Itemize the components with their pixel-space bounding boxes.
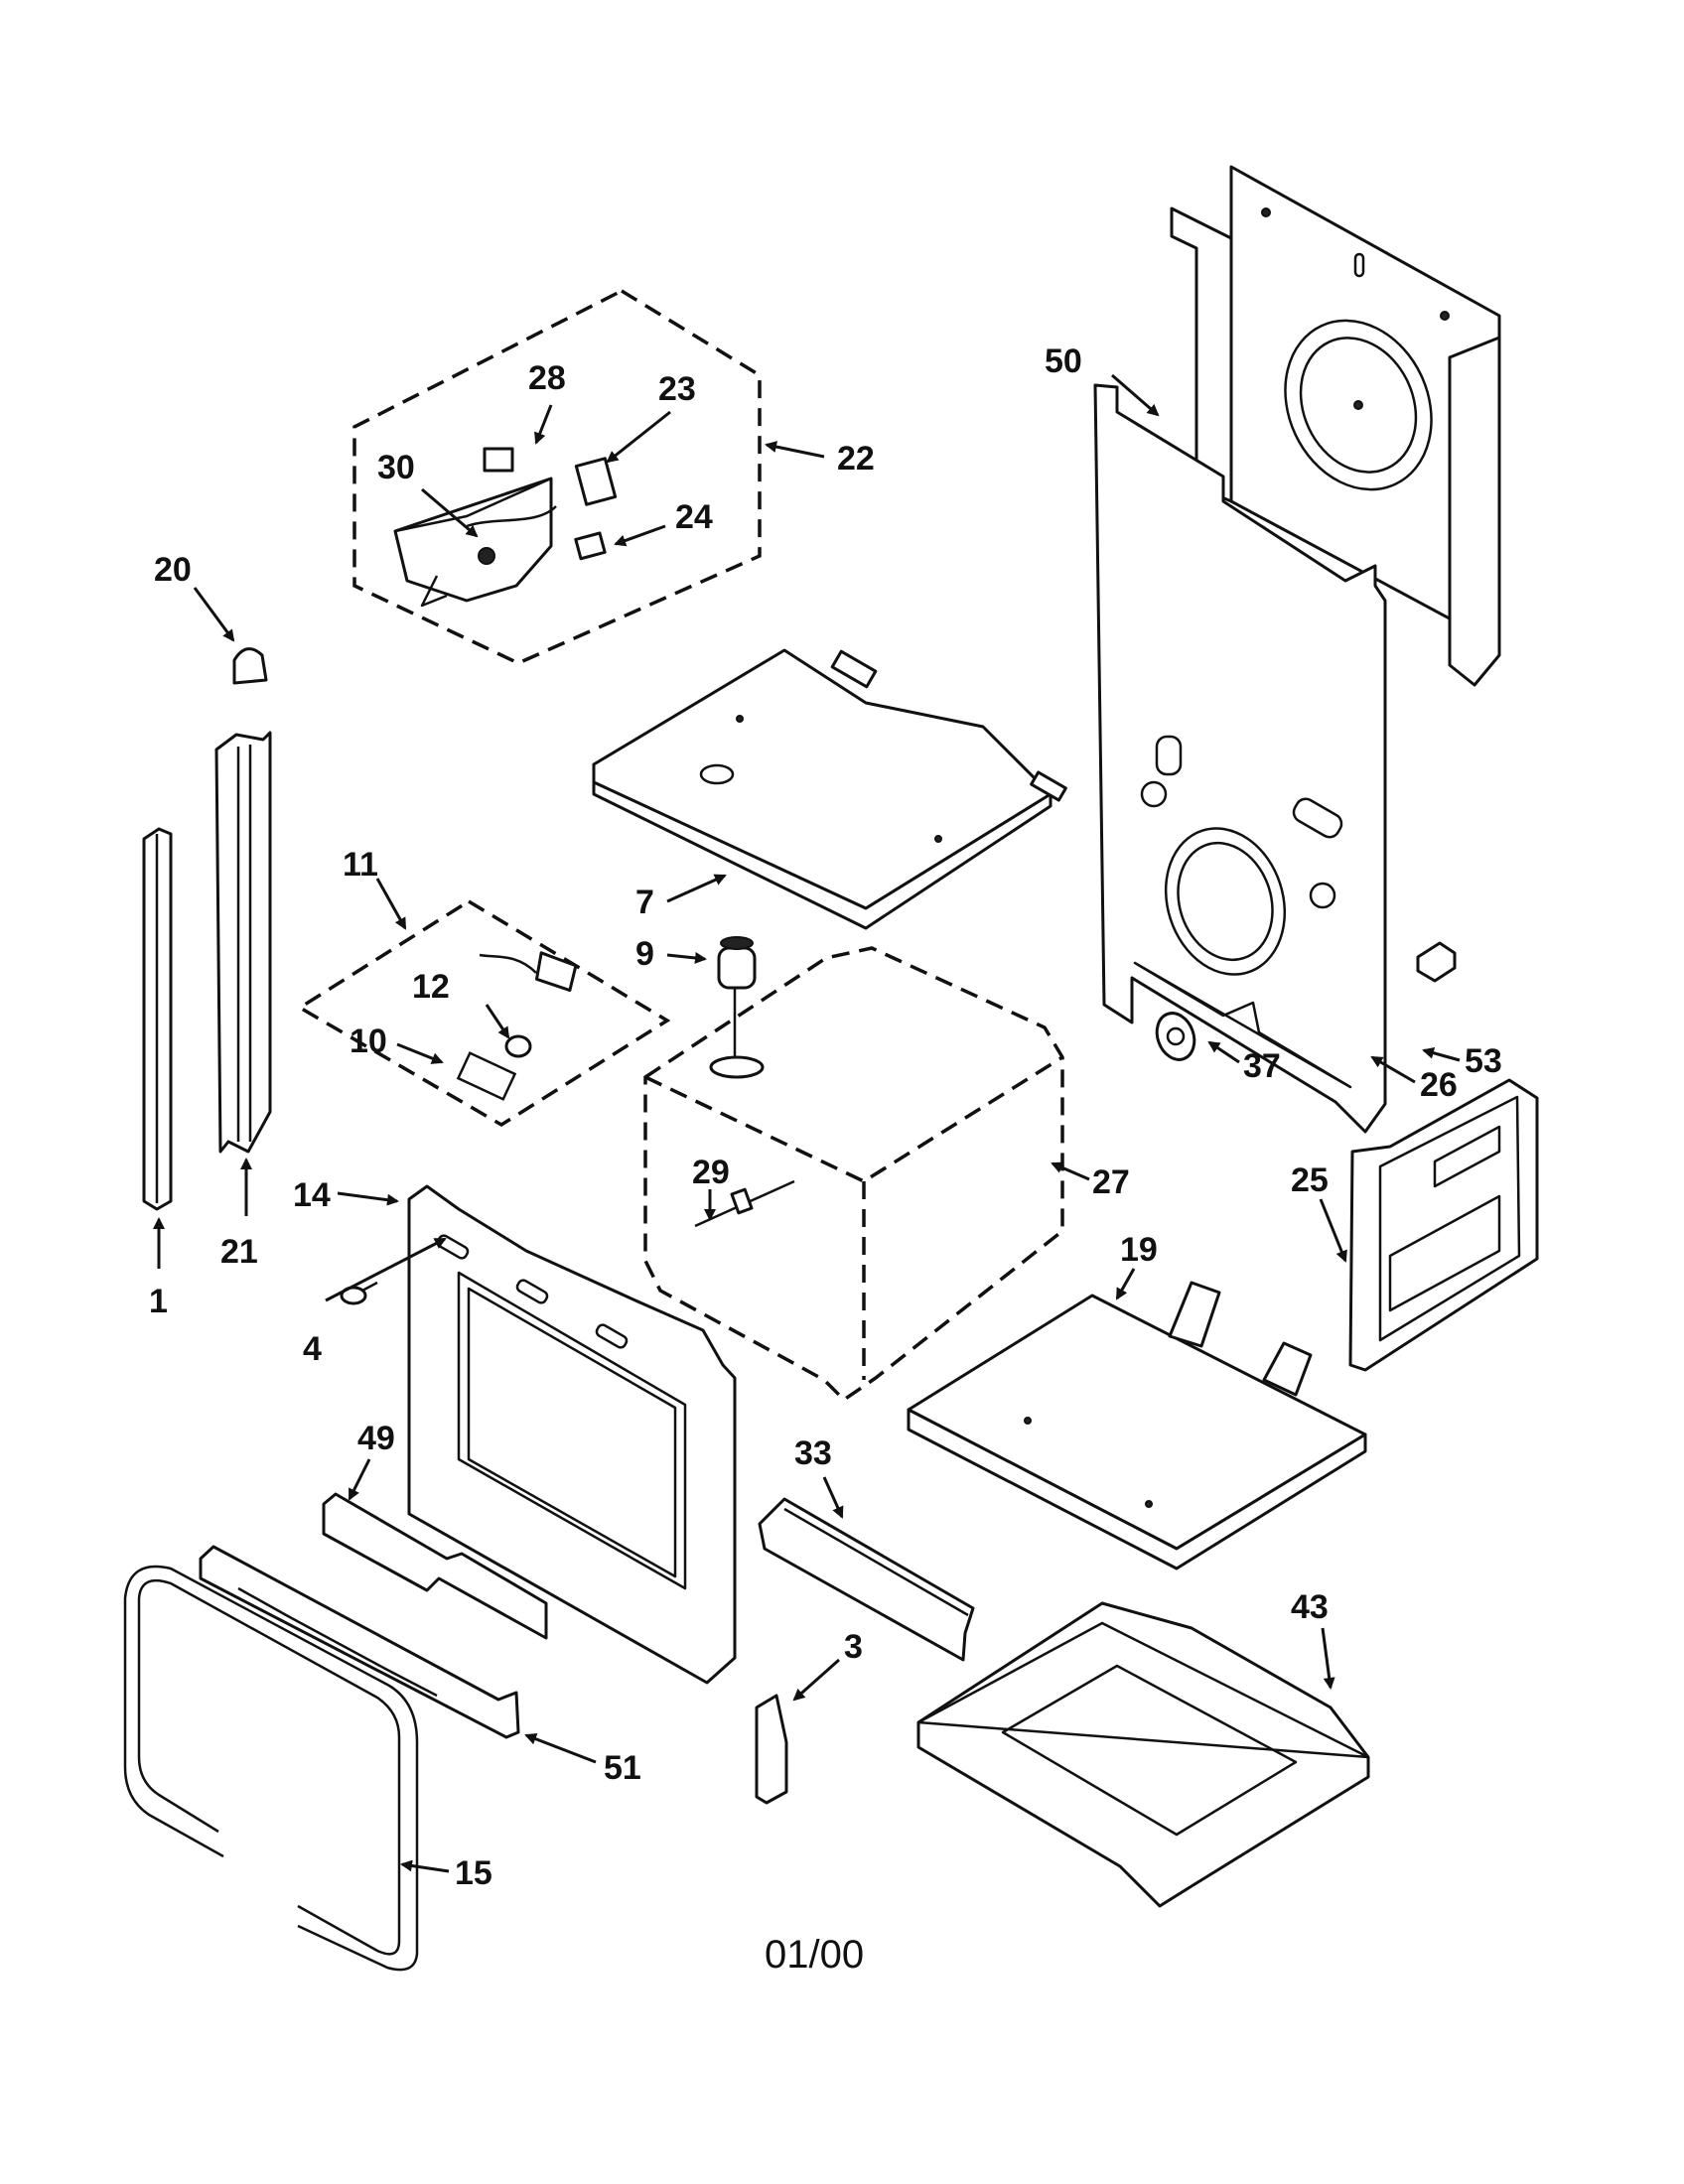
callout-25: 25: [1291, 1161, 1329, 1199]
callout-3: 3: [844, 1628, 863, 1666]
callout-7: 7: [635, 884, 654, 921]
part-11-light-assembly: [296, 898, 671, 1128]
part-49-trim-rail: [322, 1492, 548, 1640]
callout-43: 43: [1291, 1588, 1329, 1626]
part-22-control-assembly: [352, 288, 762, 665]
part-26-cavity-back: [1093, 383, 1387, 1134]
callout-33: 33: [794, 1434, 832, 1472]
callout-53: 53: [1465, 1042, 1502, 1080]
part-51-vent-trim: [199, 1545, 520, 1739]
callout-51: 51: [604, 1749, 641, 1787]
callout-28: 28: [528, 359, 566, 397]
callout-4: 4: [303, 1330, 322, 1368]
part-1-side-trim: [142, 827, 173, 1211]
part-20-end-cap: [232, 647, 268, 685]
part-4-screw: [340, 1281, 378, 1305]
callout-12: 12: [412, 968, 450, 1006]
callout-29: 29: [692, 1154, 730, 1191]
part-7-top-panel: [592, 648, 1067, 930]
part-27-oven-cavity: [643, 946, 1064, 1403]
callout-23: 23: [658, 370, 696, 408]
part-33-rail: [758, 1497, 975, 1662]
part-15-gasket: [123, 1565, 419, 1972]
callout-labels: 50 22 28 23 24 30 20 7 9 11 12 10 53 26 …: [149, 342, 1502, 1892]
callout-20: 20: [154, 551, 192, 589]
date-code: 01/00: [765, 1933, 864, 1977]
callout-30: 30: [377, 449, 415, 486]
callout-10: 10: [350, 1023, 387, 1060]
part-3-bracket: [755, 1694, 788, 1805]
callout-21: 21: [220, 1233, 258, 1271]
part-21-side-channel: [214, 731, 272, 1154]
part-19-bottom-panel: [907, 1281, 1367, 1570]
part-37-gasket: [1155, 1012, 1196, 1061]
part-43-bottom-tray: [916, 1601, 1370, 1908]
callout-26: 26: [1420, 1066, 1458, 1104]
callout-50: 50: [1045, 342, 1082, 380]
part-25-side-panel: [1348, 1078, 1539, 1372]
part-14-front-frame: [407, 1184, 737, 1685]
part-50-rear-panel: [1170, 165, 1501, 687]
callout-24: 24: [675, 498, 713, 536]
callout-arrows: [153, 373, 1461, 1873]
callout-19: 19: [1120, 1231, 1158, 1269]
callout-27: 27: [1092, 1163, 1130, 1201]
callout-37: 37: [1243, 1047, 1281, 1085]
callout-1: 1: [149, 1283, 168, 1320]
callout-15: 15: [455, 1854, 492, 1892]
callout-9: 9: [635, 935, 654, 973]
callout-11: 11: [343, 846, 378, 884]
callout-22: 22: [837, 440, 875, 478]
callout-14: 14: [293, 1176, 331, 1214]
part-53-bracket: [1416, 941, 1457, 983]
part-9-terminal-block: [709, 936, 765, 1079]
callout-49: 49: [357, 1420, 395, 1457]
